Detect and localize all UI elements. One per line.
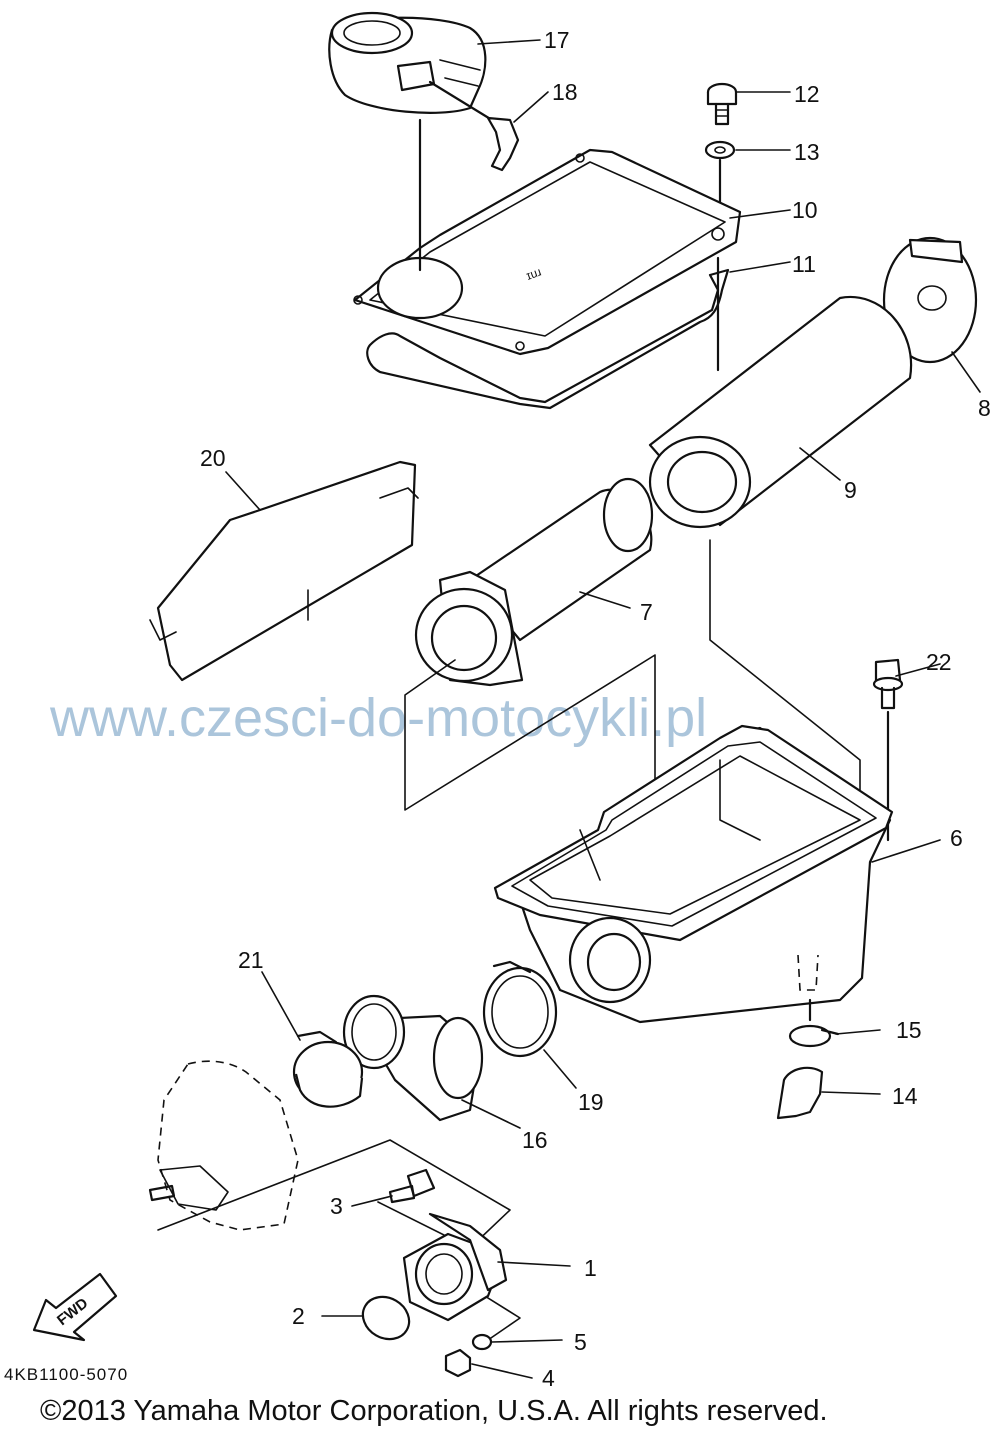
part-21-clamp: [292, 1030, 364, 1108]
part-17-intake-cap: [328, 11, 487, 114]
part-9-filter-element: [648, 295, 913, 529]
callout-9: 9: [844, 477, 857, 503]
fwd-arrow-icon: FWD: [32, 1272, 118, 1342]
callout-10: 10: [792, 197, 818, 223]
part-13-washer: [704, 140, 736, 160]
callout-1: 1: [584, 1255, 597, 1281]
part-14-drain-plug: [776, 1066, 824, 1120]
part-1-carburetor-joint: [402, 1212, 508, 1322]
assembly-outline-7-6: [404, 654, 656, 916]
callout-19: 19: [578, 1089, 604, 1115]
drawing-code: 4KB1100-5070: [4, 1365, 128, 1384]
part-16-joint: [342, 994, 484, 1122]
part-8-element-end-cap: [882, 236, 978, 364]
callout-13: 13: [794, 139, 820, 165]
callout-3: 3: [330, 1193, 343, 1219]
part-12-screw: [706, 82, 738, 126]
callout-12: 12: [794, 81, 820, 107]
part-18-breather-hose: [428, 80, 520, 172]
callout-2: 2: [292, 1303, 305, 1329]
callout-7: 7: [640, 599, 653, 625]
callout-labels: 17 18 12 13 10 11 8 9 20 7 22 6 21 15 14…: [200, 27, 991, 1391]
part-11-gasket: [366, 268, 730, 410]
part-5-washer: [471, 1333, 493, 1351]
callout-11: 11: [792, 251, 816, 277]
callout-14: 14: [892, 1083, 918, 1109]
callout-5: 5: [574, 1329, 587, 1355]
callout-8: 8: [978, 395, 991, 421]
callout-20: 20: [200, 445, 226, 471]
copyright-notice: ©2013 Yamaha Motor Corporation, U.S.A. A…: [40, 1395, 828, 1427]
callout-15: 15: [896, 1017, 922, 1043]
watermark: www.czesci-do-motocykli.pl: [49, 688, 707, 748]
part-10-case-cover: ɪuɹ: [353, 118, 742, 356]
callout-17: 17: [544, 27, 570, 53]
cover-marking: ɪuɹ: [524, 265, 543, 283]
callout-6: 6: [950, 825, 963, 851]
part-15-hose-clamp: [788, 998, 840, 1048]
part-20-sheet: [149, 460, 419, 682]
callout-16: 16: [522, 1127, 548, 1153]
part-3-bolt: [388, 1168, 436, 1204]
callout-21: 21: [238, 947, 264, 973]
part-6-air-cleaner-case: [493, 724, 894, 1024]
part-4-nut: [444, 1348, 472, 1378]
carburetor-outline: [148, 1060, 299, 1231]
callout-18: 18: [552, 79, 578, 105]
leader-lines: [225, 39, 981, 1379]
callout-22: 22: [926, 649, 952, 675]
part-2-o-ring: [361, 1295, 411, 1341]
part-19-clamp: [482, 960, 558, 1058]
callout-4: 4: [542, 1365, 555, 1391]
part-7-element-guide: [414, 477, 654, 687]
